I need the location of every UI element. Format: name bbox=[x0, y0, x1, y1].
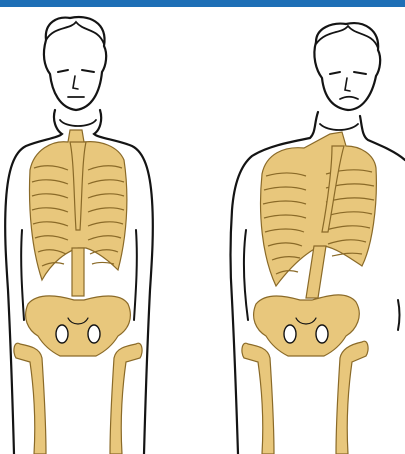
left-femurs bbox=[14, 343, 142, 454]
right-femurs bbox=[242, 341, 368, 454]
right-spine bbox=[306, 246, 326, 298]
left-head bbox=[44, 17, 106, 110]
right-pelvis bbox=[254, 295, 360, 356]
right-head bbox=[314, 23, 380, 110]
left-figure bbox=[5, 17, 153, 454]
left-spine bbox=[72, 248, 84, 296]
left-pelvis bbox=[26, 296, 131, 356]
right-figure bbox=[231, 23, 405, 454]
